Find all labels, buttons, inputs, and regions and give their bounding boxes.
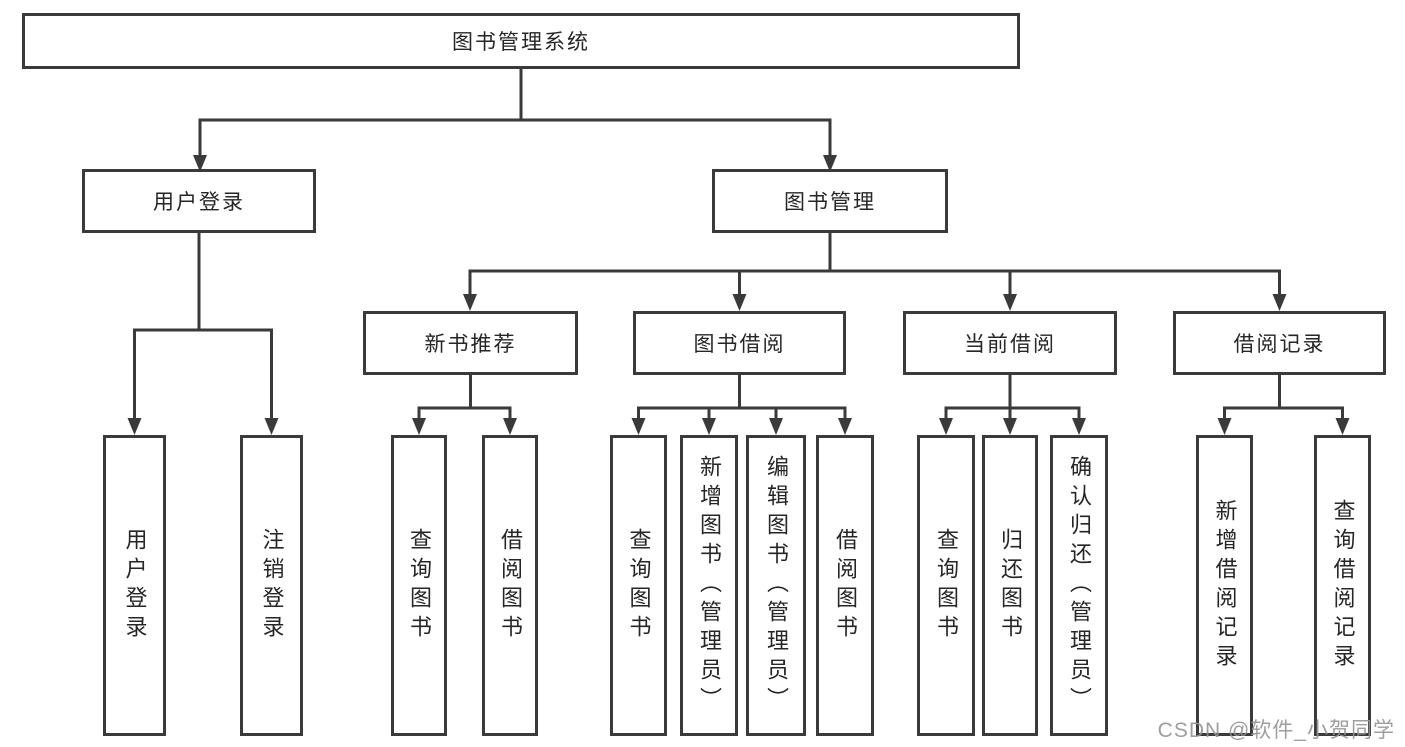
node-system-root: 图书管理系统 [22, 13, 1020, 69]
leaf-confirm-return-admin: 确认归还（管理员） [1050, 435, 1108, 736]
leaf-return-books: 归还图书 [982, 435, 1038, 736]
csdn-watermark: CSDN @软件_小贺同学 [1157, 719, 1395, 742]
node-label: 图书借阅 [693, 333, 786, 356]
leaf-label: 借阅图书 [833, 527, 858, 644]
node-borrow-record: 借阅记录 [1173, 311, 1386, 375]
leaf-label: 确认归还（管理员） [1067, 455, 1092, 716]
leaf-label: 新增图书（管理员） [697, 455, 722, 716]
node-new-book-recommend: 新书推荐 [363, 311, 578, 375]
leaf-add-borrow-record: 新增借阅记录 [1196, 435, 1253, 736]
node-label: 用户登录 [153, 191, 245, 214]
leaf-user-login: 用户登录 [103, 435, 166, 736]
node-label: 借阅记录 [1233, 333, 1326, 356]
arrowheads [127, 155, 1350, 435]
node-user-login: 用户登录 [82, 169, 316, 233]
node-label: 新书推荐 [424, 333, 517, 356]
leaf-label: 新增借阅记录 [1212, 498, 1238, 673]
node-label: 图书管理系统 [452, 31, 590, 54]
leaf-label: 查询图书 [407, 527, 432, 644]
leaf-label: 用户登录 [122, 527, 148, 644]
leaf-label: 归还图书 [998, 527, 1023, 644]
leaf-borrow-books-recommend: 借阅图书 [482, 435, 538, 736]
leaf-query-books-current: 查询图书 [917, 435, 975, 736]
leaf-label: 借阅图书 [498, 527, 523, 644]
node-label: 图书管理 [784, 191, 876, 214]
node-current-borrow: 当前借阅 [903, 311, 1117, 375]
leaf-label: 查询图书 [626, 527, 652, 644]
leaf-label: 查询借阅记录 [1330, 498, 1356, 673]
leaf-query-borrow-record: 查询借阅记录 [1314, 435, 1371, 736]
node-label: 当前借阅 [964, 333, 1056, 356]
leaf-edit-books-admin: 编辑图书（管理员） [746, 435, 806, 736]
leaf-add-books-admin: 新增图书（管理员） [680, 435, 738, 736]
leaf-query-books-borrow: 查询图书 [610, 435, 667, 736]
leaf-borrow-books: 借阅图书 [816, 435, 874, 736]
leaf-logout: 注销登录 [240, 435, 303, 736]
leaf-label: 查询图书 [934, 527, 959, 644]
leaf-label: 编辑图书（管理员） [764, 455, 789, 716]
leaf-label: 注销登录 [259, 527, 285, 644]
leaf-query-books-recommend: 查询图书 [391, 435, 447, 736]
node-book-management: 图书管理 [712, 169, 948, 233]
node-book-borrow: 图书借阅 [633, 311, 846, 375]
